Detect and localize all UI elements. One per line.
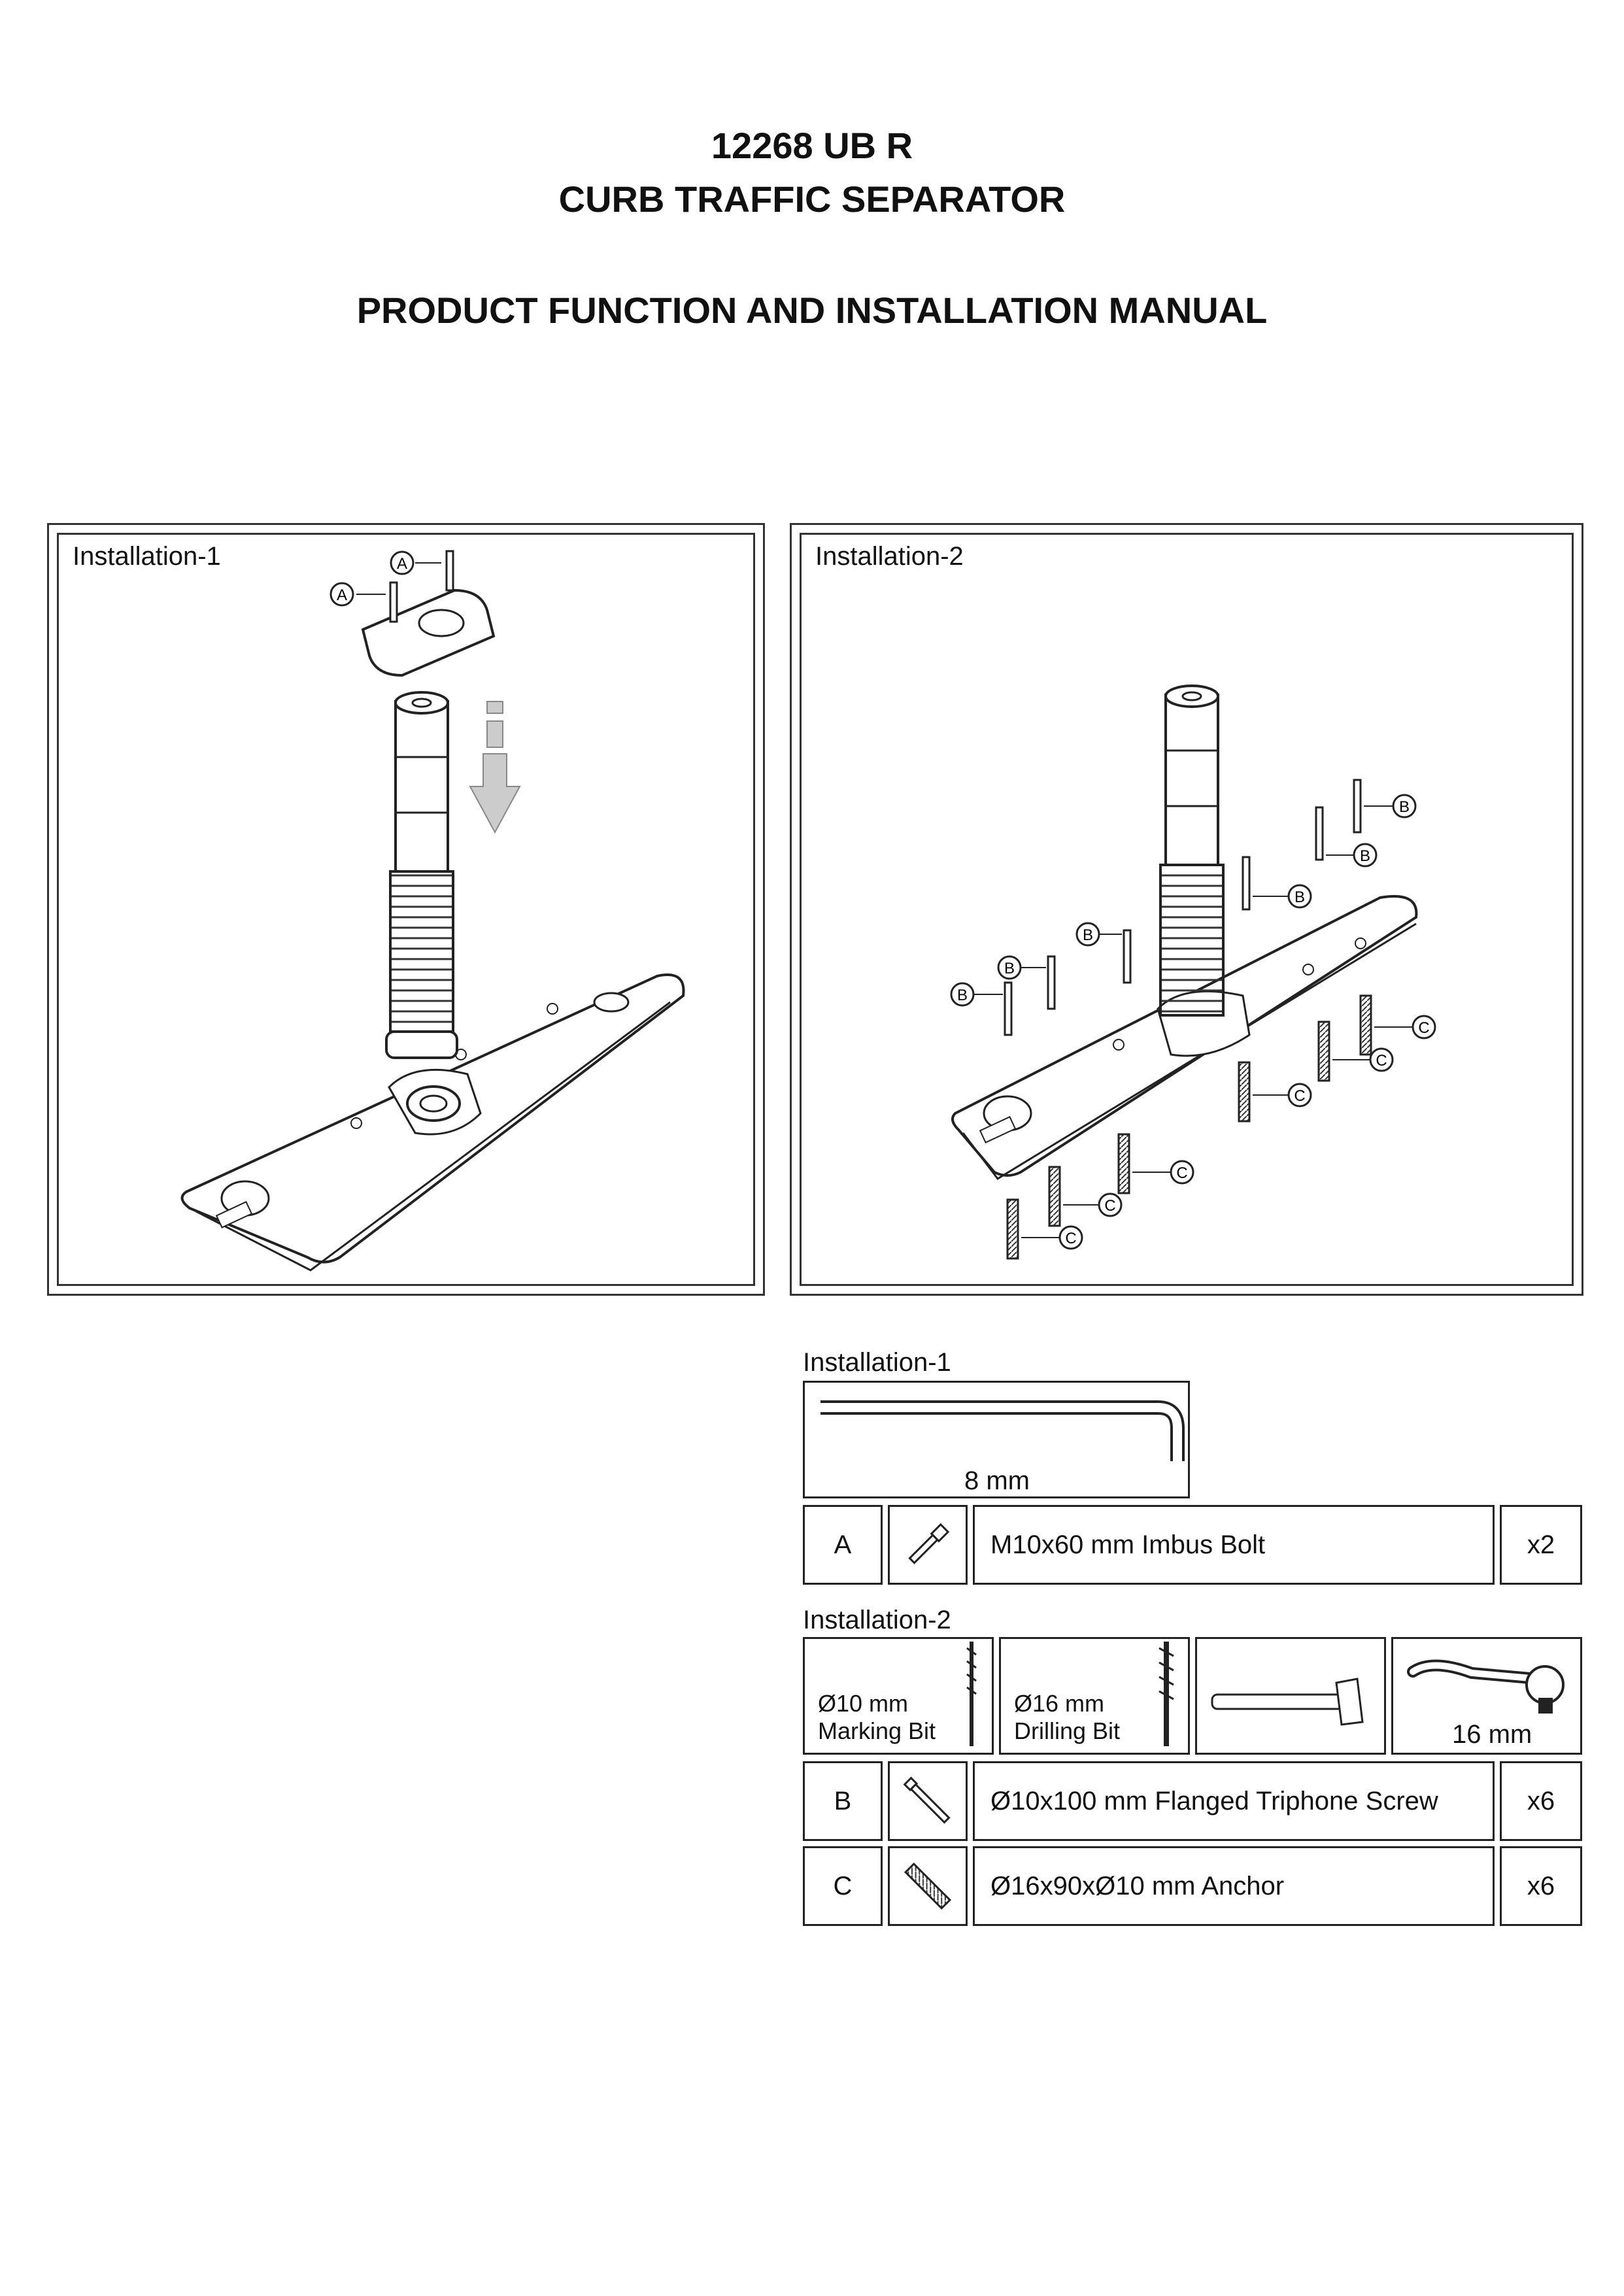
callout-c-5: C (1104, 1197, 1115, 1215)
allen-key-icon (820, 1400, 1185, 1461)
callout-b-2: B (1360, 847, 1370, 865)
logo-badge (215, 1201, 253, 1228)
callout-a-1: A (397, 555, 407, 573)
wrench-box: 16 mm (1391, 1637, 1582, 1755)
imbus-bolt-icon (888, 1505, 968, 1585)
ratchet-wrench-icon (1407, 1659, 1565, 1714)
anchor-icon (888, 1846, 968, 1926)
anchors-c (1006, 994, 1372, 1260)
part-a-letter-cell: A (803, 1505, 883, 1585)
allen-key-size: 8 mm (964, 1466, 1030, 1495)
part-c-letter-cell: C (803, 1846, 883, 1926)
callout-c-4: C (1176, 1164, 1187, 1182)
installation-1-panel: A A Installation-1 (47, 523, 765, 1296)
manual-title: PRODUCT FUNCTION AND INSTALLATION MANUAL (356, 290, 1268, 331)
part-b-qty-cell: x6 (1500, 1761, 1582, 1841)
post-upper (394, 700, 449, 873)
marking-bit-name: Marking Bit (818, 1717, 936, 1744)
part-c-qty: x6 (1527, 1871, 1555, 1900)
marking-bit-size: Ø10 mm (818, 1690, 909, 1717)
callout-a-2: A (337, 586, 347, 604)
parts-installation-2-label: Installation-2 (803, 1606, 951, 1634)
callout-b-5: B (1004, 960, 1015, 977)
drilling-bit-size: Ø16 mm (1014, 1690, 1105, 1717)
callout-c-2: C (1376, 1052, 1387, 1070)
part-a-description-cell: M10x60 mm Imbus Bolt (973, 1505, 1495, 1585)
post-upper (1164, 694, 1219, 866)
callout-c-1: C (1418, 1019, 1429, 1037)
product-code: 12268 UB R (711, 125, 913, 166)
part-a-qty: x2 (1527, 1530, 1555, 1559)
callout-b-1: B (1399, 798, 1410, 816)
installation-2-panel: B B B B B B C C C C C C Installation-2 (790, 523, 1583, 1296)
part-c-qty-cell: x6 (1500, 1846, 1582, 1926)
bolt-a-2 (389, 581, 398, 623)
wrench-size: 16 mm (1452, 1720, 1532, 1749)
part-c-description-cell: Ø16x90xØ10 mm Anchor (973, 1846, 1495, 1926)
installation-2-label: Installation-2 (815, 542, 964, 571)
callout-c-3: C (1294, 1087, 1305, 1105)
part-b-description-cell: Ø10x100 mm Flanged Triphone Screw (973, 1761, 1495, 1841)
part-c-letter: C (833, 1871, 853, 1900)
drilling-bit-box: Ø16 mm Drilling Bit (999, 1637, 1190, 1755)
part-c-description: Ø16x90xØ10 mm Anchor (990, 1871, 1285, 1900)
part-b-letter-cell: B (803, 1761, 883, 1841)
part-b-description: Ø10x100 mm Flanged Triphone Screw (990, 1786, 1438, 1815)
part-b-letter: B (834, 1786, 852, 1815)
callout-b-4: B (1083, 926, 1093, 944)
marking-bit-box: Ø10 mm Marking Bit (803, 1637, 994, 1755)
screws-b (1004, 779, 1362, 1036)
installation-1-illustration: A A (180, 550, 685, 1272)
bolt-a-1 (445, 550, 454, 592)
down-arrow (469, 753, 521, 834)
installation-2-illustration: B B B B B B C C C C C C (950, 684, 1436, 1260)
post-foot (385, 1030, 458, 1059)
marking-bit-icon (966, 1642, 977, 1746)
callout-b-6: B (957, 987, 968, 1004)
part-a-description: M10x60 mm Imbus Bolt (990, 1530, 1266, 1559)
part-a-qty-cell: x2 (1500, 1505, 1582, 1585)
part-b-qty: x6 (1527, 1786, 1555, 1815)
drilling-bit-name: Drilling Bit (1014, 1717, 1121, 1744)
allen-key-box: 8 mm (803, 1381, 1190, 1498)
product-name: CURB TRAFFIC SEPARATOR (558, 178, 1066, 220)
post-flex-ribs (389, 870, 454, 1033)
panel-inner-frame (800, 533, 1574, 1286)
part-a-letter: A (834, 1530, 852, 1559)
callout-b-3: B (1294, 888, 1305, 906)
post-flex-ribs (1159, 864, 1225, 1017)
drilling-bit-icon (1159, 1642, 1174, 1746)
triphone-screw-icon (888, 1761, 968, 1841)
callout-c-6: C (1065, 1230, 1076, 1247)
installation-1-label: Installation-1 (73, 542, 221, 571)
panel-inner-frame (57, 533, 755, 1286)
hammer-icon (1195, 1637, 1386, 1755)
parts-installation-1-label: Installation-1 (803, 1348, 951, 1377)
